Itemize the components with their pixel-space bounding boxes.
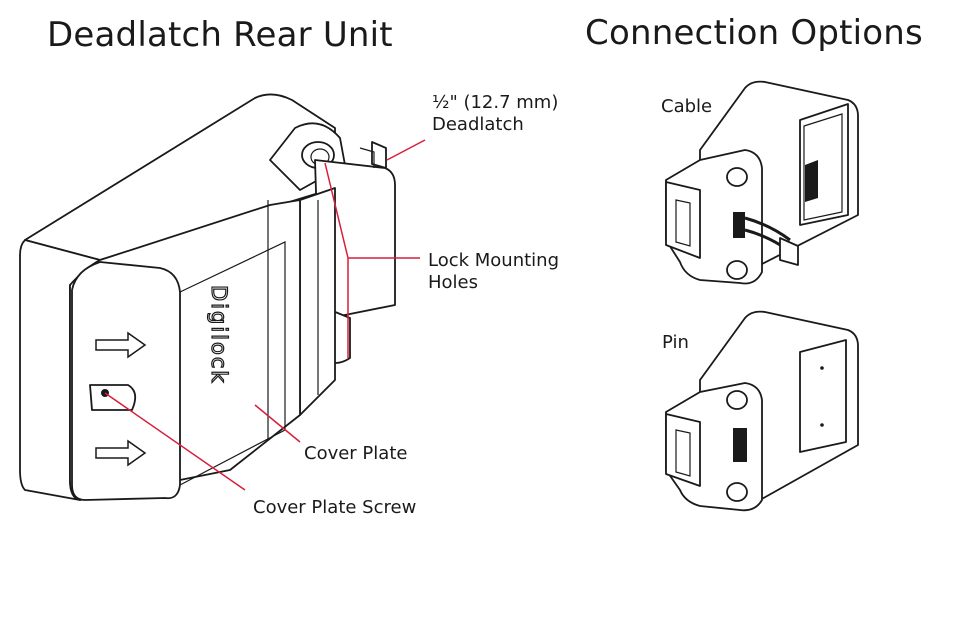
- deadlatch-callout-line: [386, 139, 426, 161]
- mounting-holes-callout-line: [324, 162, 420, 358]
- cover-plate-callout-line: [254, 404, 301, 443]
- cable-option-illustration: [665, 80, 859, 285]
- lock-mounting-holes-label: Lock Mounting Holes: [428, 250, 559, 294]
- lock-mounting-text: Lock Mounting: [428, 250, 560, 271]
- cover-plate-label: Cover Plate: [304, 443, 408, 464]
- cover-plate-screw-label: Cover Plate Screw: [253, 497, 417, 518]
- deadlatch-size-text: ½" (12.7 mm): [432, 92, 559, 113]
- cover-plate-screw-callout-line: [104, 392, 246, 491]
- connection-options-title: Connection Options: [585, 13, 923, 53]
- rear-unit-title: Deadlatch Rear Unit: [47, 15, 393, 55]
- deadlatch-label: ½" (12.7 mm) Deadlatch: [432, 92, 558, 136]
- callout-lines: [104, 139, 426, 491]
- pin-option-illustration: [665, 310, 859, 512]
- deadlatch-name-text: Deadlatch: [432, 114, 524, 135]
- rear-unit-illustration: Digilock: [19, 93, 396, 501]
- cable-option-label: Cable: [661, 96, 713, 117]
- holes-text: Holes: [428, 272, 479, 293]
- brand-logo: Digilock: [207, 285, 231, 385]
- pin-option-label: Pin: [662, 332, 689, 353]
